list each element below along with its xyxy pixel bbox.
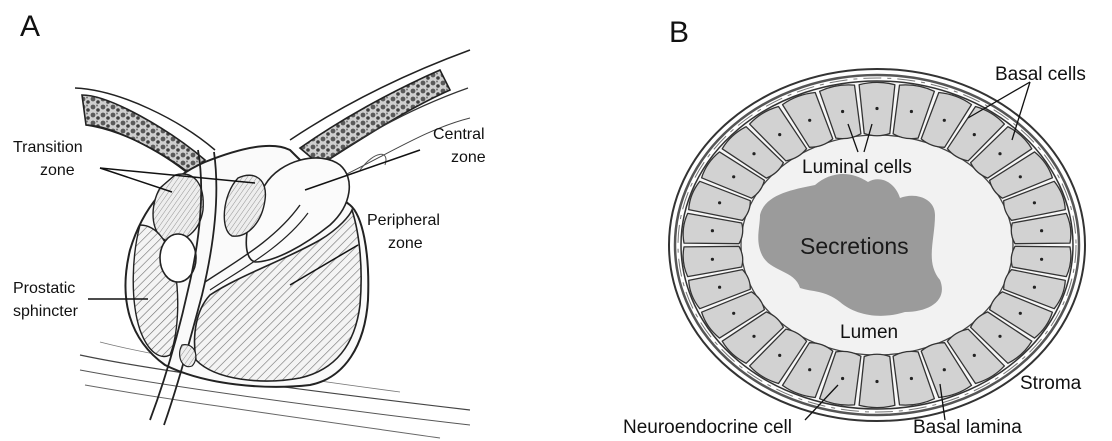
label-secretions: Secretions	[800, 233, 909, 259]
label-central-zone-2: zone	[451, 149, 486, 166]
label-peripheral-zone-1: Peripheral	[367, 212, 440, 229]
label-basal-cells: Basal cells	[995, 64, 1086, 85]
cell-nucleus	[943, 368, 946, 371]
cell-nucleus	[711, 229, 714, 232]
label-central-zone-1: Central	[433, 126, 485, 143]
cell-nucleus	[718, 201, 721, 204]
label-stroma: Stroma	[1020, 373, 1082, 394]
label-transition-zone-2: zone	[40, 162, 75, 179]
label-prostatic-sphincter-1: Prostatic	[13, 280, 75, 297]
label-lumen: Lumen	[840, 322, 898, 343]
cell-nucleus	[1033, 286, 1036, 289]
cell-nucleus	[910, 110, 913, 113]
cell-nucleus	[1019, 312, 1022, 315]
cell-nucleus	[998, 152, 1001, 155]
panel-a-prostate-zones: A	[13, 10, 486, 438]
panel-b-prostate-gland: B Basal cells Luminal cells Secretions L…	[623, 16, 1086, 438]
cell-nucleus	[752, 335, 755, 338]
cell-nucleus	[1033, 201, 1036, 204]
cell-nucleus	[808, 119, 811, 122]
label-peripheral-zone-2: zone	[388, 235, 423, 252]
label-transition-zone-1: Transition	[13, 139, 83, 156]
panel-a-letter: A	[20, 10, 40, 43]
cell-nucleus	[943, 119, 946, 122]
cell-nucleus	[778, 354, 781, 357]
cell-nucleus	[910, 377, 913, 380]
cell-nucleus	[875, 380, 878, 383]
cell-nucleus	[732, 312, 735, 315]
cell-nucleus	[711, 258, 714, 261]
cell-nucleus	[841, 110, 844, 113]
cell-nucleus	[1040, 258, 1043, 261]
panel-b-letter: B	[669, 16, 689, 49]
cell-nucleus	[732, 175, 735, 178]
cell-nucleus	[1040, 229, 1043, 232]
cell-nucleus	[718, 286, 721, 289]
label-basal-lamina: Basal lamina	[913, 417, 1022, 438]
cell-nucleus	[998, 335, 1001, 338]
cell-nucleus	[1019, 175, 1022, 178]
cell-nucleus	[973, 354, 976, 357]
cell-nucleus	[808, 368, 811, 371]
cell-nucleus	[841, 377, 844, 380]
label-luminal-cells: Luminal cells	[802, 157, 912, 178]
cell-nucleus	[778, 133, 781, 136]
label-neuroendocrine-cell: Neuroendocrine cell	[623, 417, 792, 438]
cell-nucleus	[875, 107, 878, 110]
cell-nucleus	[752, 152, 755, 155]
cell-nucleus	[973, 133, 976, 136]
label-prostatic-sphincter-2: sphincter	[13, 303, 79, 320]
